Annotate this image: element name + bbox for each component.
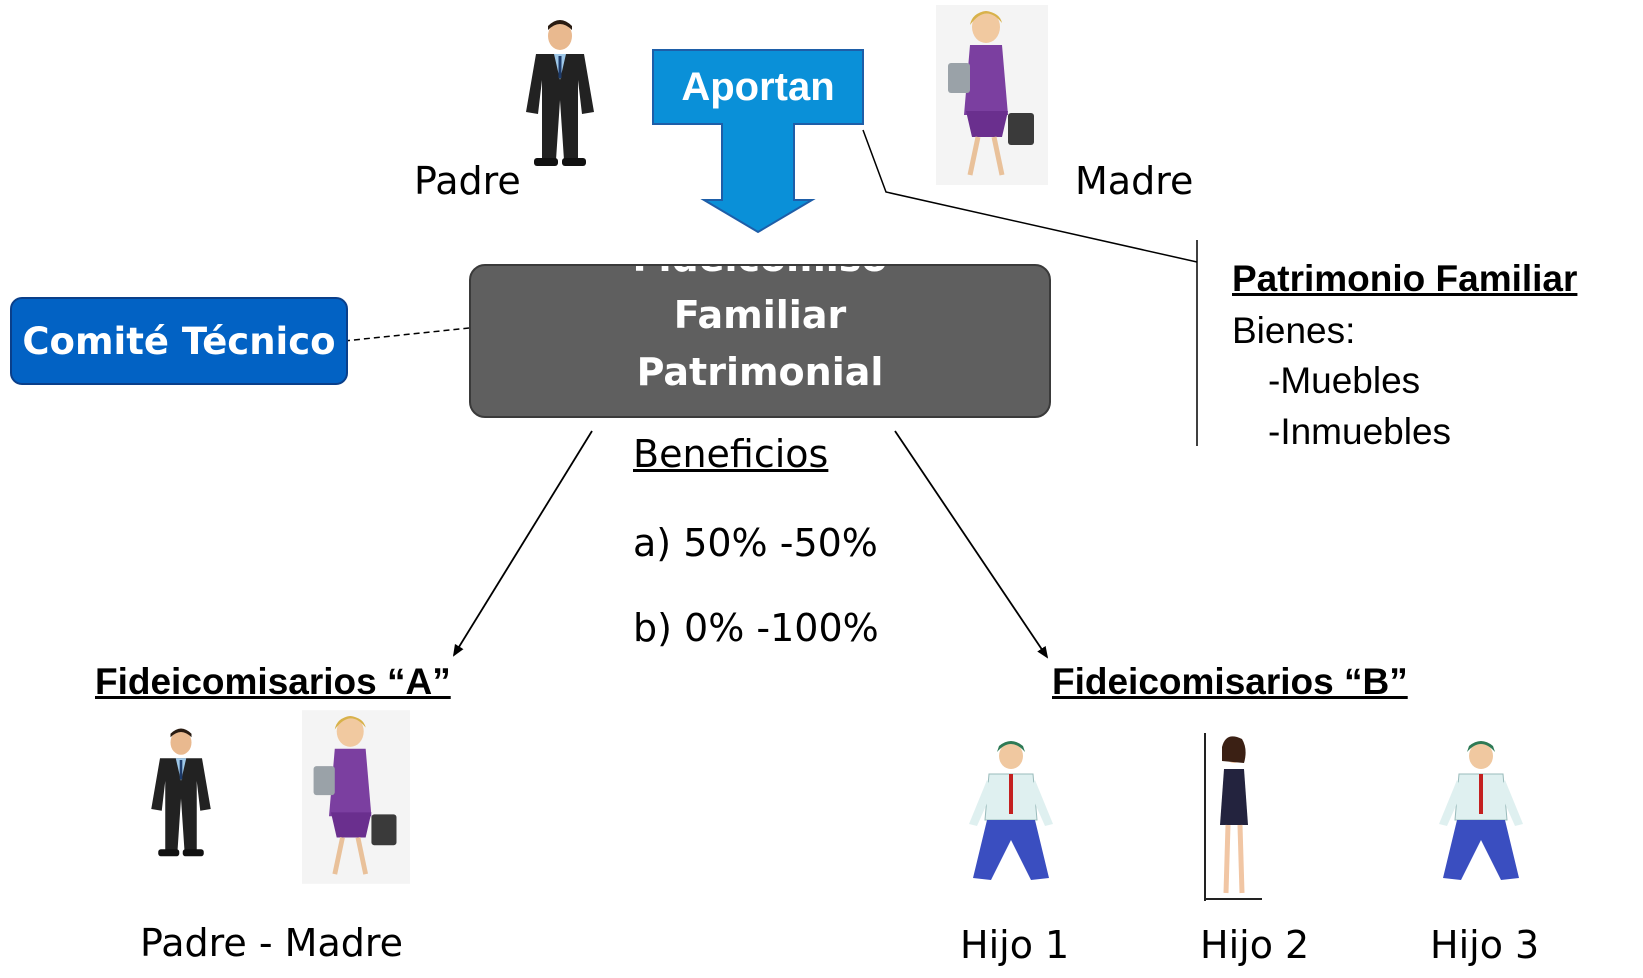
arrow-to-a bbox=[452, 430, 593, 657]
comite-label: Comité Técnico bbox=[22, 319, 336, 363]
fideicomisarios-a-caption: Padre - Madre bbox=[140, 921, 404, 965]
comite-tecnico-box: Comité Técnico bbox=[10, 297, 348, 385]
box-title-line2: Familiar bbox=[673, 293, 847, 337]
fideicomisarios-a-title: Fideicomisarios “A” bbox=[95, 661, 451, 702]
aportan-arrow bbox=[652, 49, 864, 234]
aportan-label: Aportan bbox=[681, 64, 835, 109]
comite-connector bbox=[343, 327, 470, 342]
padre-label: Padre bbox=[414, 159, 521, 203]
madre-figure-icon bbox=[936, 5, 1048, 185]
hijo-3-icon bbox=[1439, 741, 1523, 880]
hijo-1-label: Hijo 1 bbox=[960, 923, 1070, 967]
beneficio-option-a: a) 50% -50% bbox=[633, 521, 878, 565]
hijo-2-icon bbox=[1204, 733, 1262, 901]
box-title-line3: Patrimonial bbox=[636, 350, 884, 394]
padre-figure-icon bbox=[526, 20, 594, 166]
fideicomisarios-b-title: Fideicomisarios “B” bbox=[1052, 661, 1408, 702]
beneficio-option-b: b) 0% -100% bbox=[633, 606, 879, 650]
hijo-2-label: Hijo 2 bbox=[1200, 923, 1310, 967]
bienes-label: Bienes: bbox=[1232, 310, 1356, 351]
box-title-line1: Fideicomiso bbox=[471, 266, 1049, 287]
arrow-to-b bbox=[894, 430, 1049, 659]
fideicomiso-box: Fideicomiso Familiar Patrimonial bbox=[469, 264, 1051, 418]
hijo-3-label: Hijo 3 bbox=[1430, 923, 1540, 967]
bienes-item-inmuebles: -Inmuebles bbox=[1268, 411, 1452, 452]
madre-label: Madre bbox=[1075, 159, 1194, 203]
madre-beneficiary-icon bbox=[302, 710, 410, 884]
beneficios-title: Beneficios bbox=[633, 432, 829, 476]
bienes-item-muebles: -Muebles bbox=[1268, 360, 1421, 401]
hijo-1-icon bbox=[969, 741, 1053, 880]
patrimonio-connector bbox=[862, 129, 1198, 263]
padre-beneficiary-icon bbox=[151, 728, 211, 857]
patrimonio-title: Patrimonio Familiar bbox=[1232, 258, 1578, 299]
